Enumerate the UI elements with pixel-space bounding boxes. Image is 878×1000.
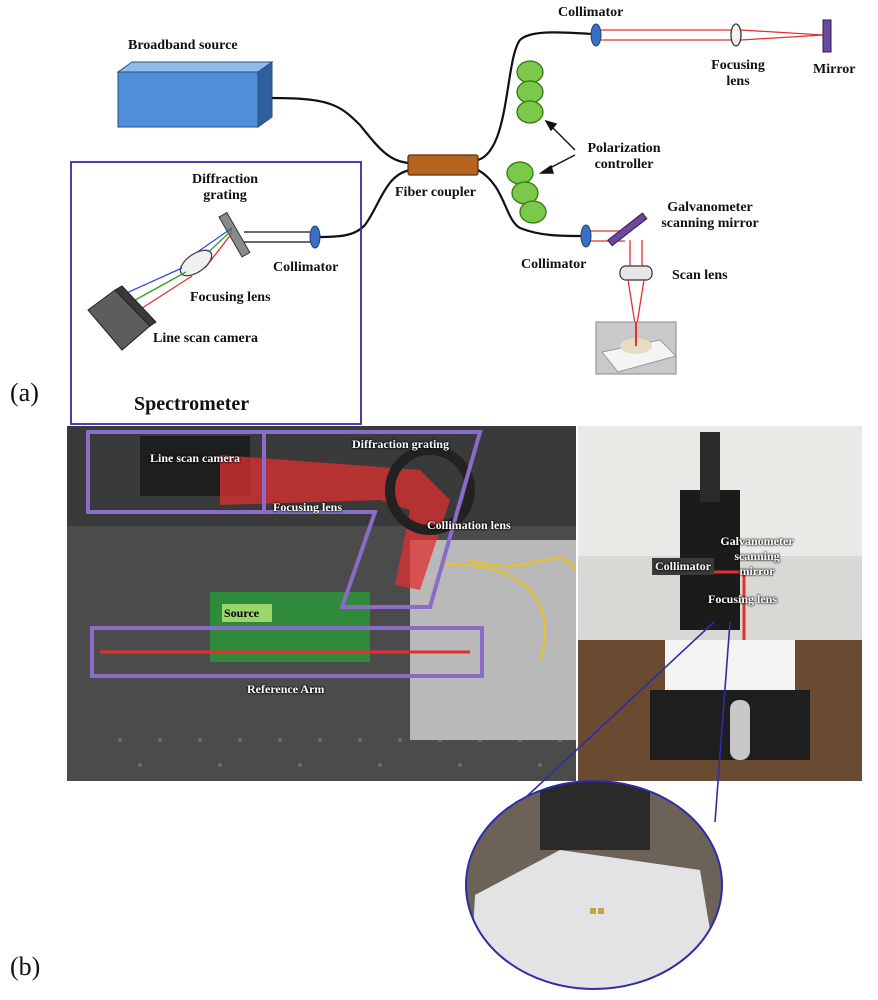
mirror [822,19,832,53]
label-focusing-lens-ref: Focusing lens [711,58,765,89]
spectrometer-box [70,161,362,425]
label-source: Source [224,606,260,620]
label-reference-arm: Reference Arm [247,682,325,696]
label-collimation-lens: Collimation lens [427,518,511,532]
label-scan-lens: Scan lens [672,268,728,283]
label-broadband-source: Broadband source [128,38,238,53]
spectrometer-optics [87,211,321,351]
label-focusing-lens-right: Focusing lens [708,592,778,606]
label-diffraction-grating-a: Diffraction grating [191,172,259,203]
focusing-lens-spec [179,249,213,277]
fiber-coupler [407,154,479,176]
label-collimator-sample: Collimator [521,257,587,272]
label-fiber-coupler: Fiber coupler [395,185,477,200]
label-collimator-ref: Collimator [558,5,624,20]
label-focusing-lens-b: Focusing lens [273,500,343,514]
sample-arm-optics [580,212,677,375]
panel-a-letter: (a) [10,378,39,407]
line-scan-camera [87,289,151,351]
label-galvanometer-mirror: Galvanometer scanning mirror [661,200,759,231]
label-polarization-controller: Polarization controller [587,141,661,172]
label-focusing-lens-spec: Focusing lens [190,290,271,305]
label-line-scan-camera-a: Line scan camera [153,331,258,346]
zoomed-sample-photo [465,780,723,990]
zoom-line-right [714,621,731,823]
label-line-scan-camera-b: Line scan camera [150,451,240,465]
collimator-spec-lens [309,225,321,249]
polarization-loops-top [516,60,544,124]
fiber-lines [271,31,593,239]
label-galvo-mirror-b: Galvanometer scanning mirror [720,534,794,578]
collimator-sample-lens [580,224,592,248]
label-collimator-b: Collimator [652,558,714,575]
reference-arm-optics [590,19,832,53]
label-diffraction-grating-b: Diffraction grating [352,437,449,451]
label-spectrometer: Spectrometer [134,393,250,415]
focusing-lens-ref [730,23,742,47]
label-collimator-spec: Collimator [273,260,339,275]
galvo-mirror [607,212,648,247]
label-mirror: Mirror [813,62,856,77]
broadband-source-box [116,61,274,128]
polarization-arrows [538,119,576,174]
setup-photo-left [67,426,576,781]
scan-lens [619,265,653,281]
collimator-ref-lens [590,23,602,47]
panel-b-letter: (b) [10,952,41,981]
zoom-line-left [509,621,715,813]
diffraction-grating [218,211,251,258]
polarization-loops-bottom [506,161,547,224]
